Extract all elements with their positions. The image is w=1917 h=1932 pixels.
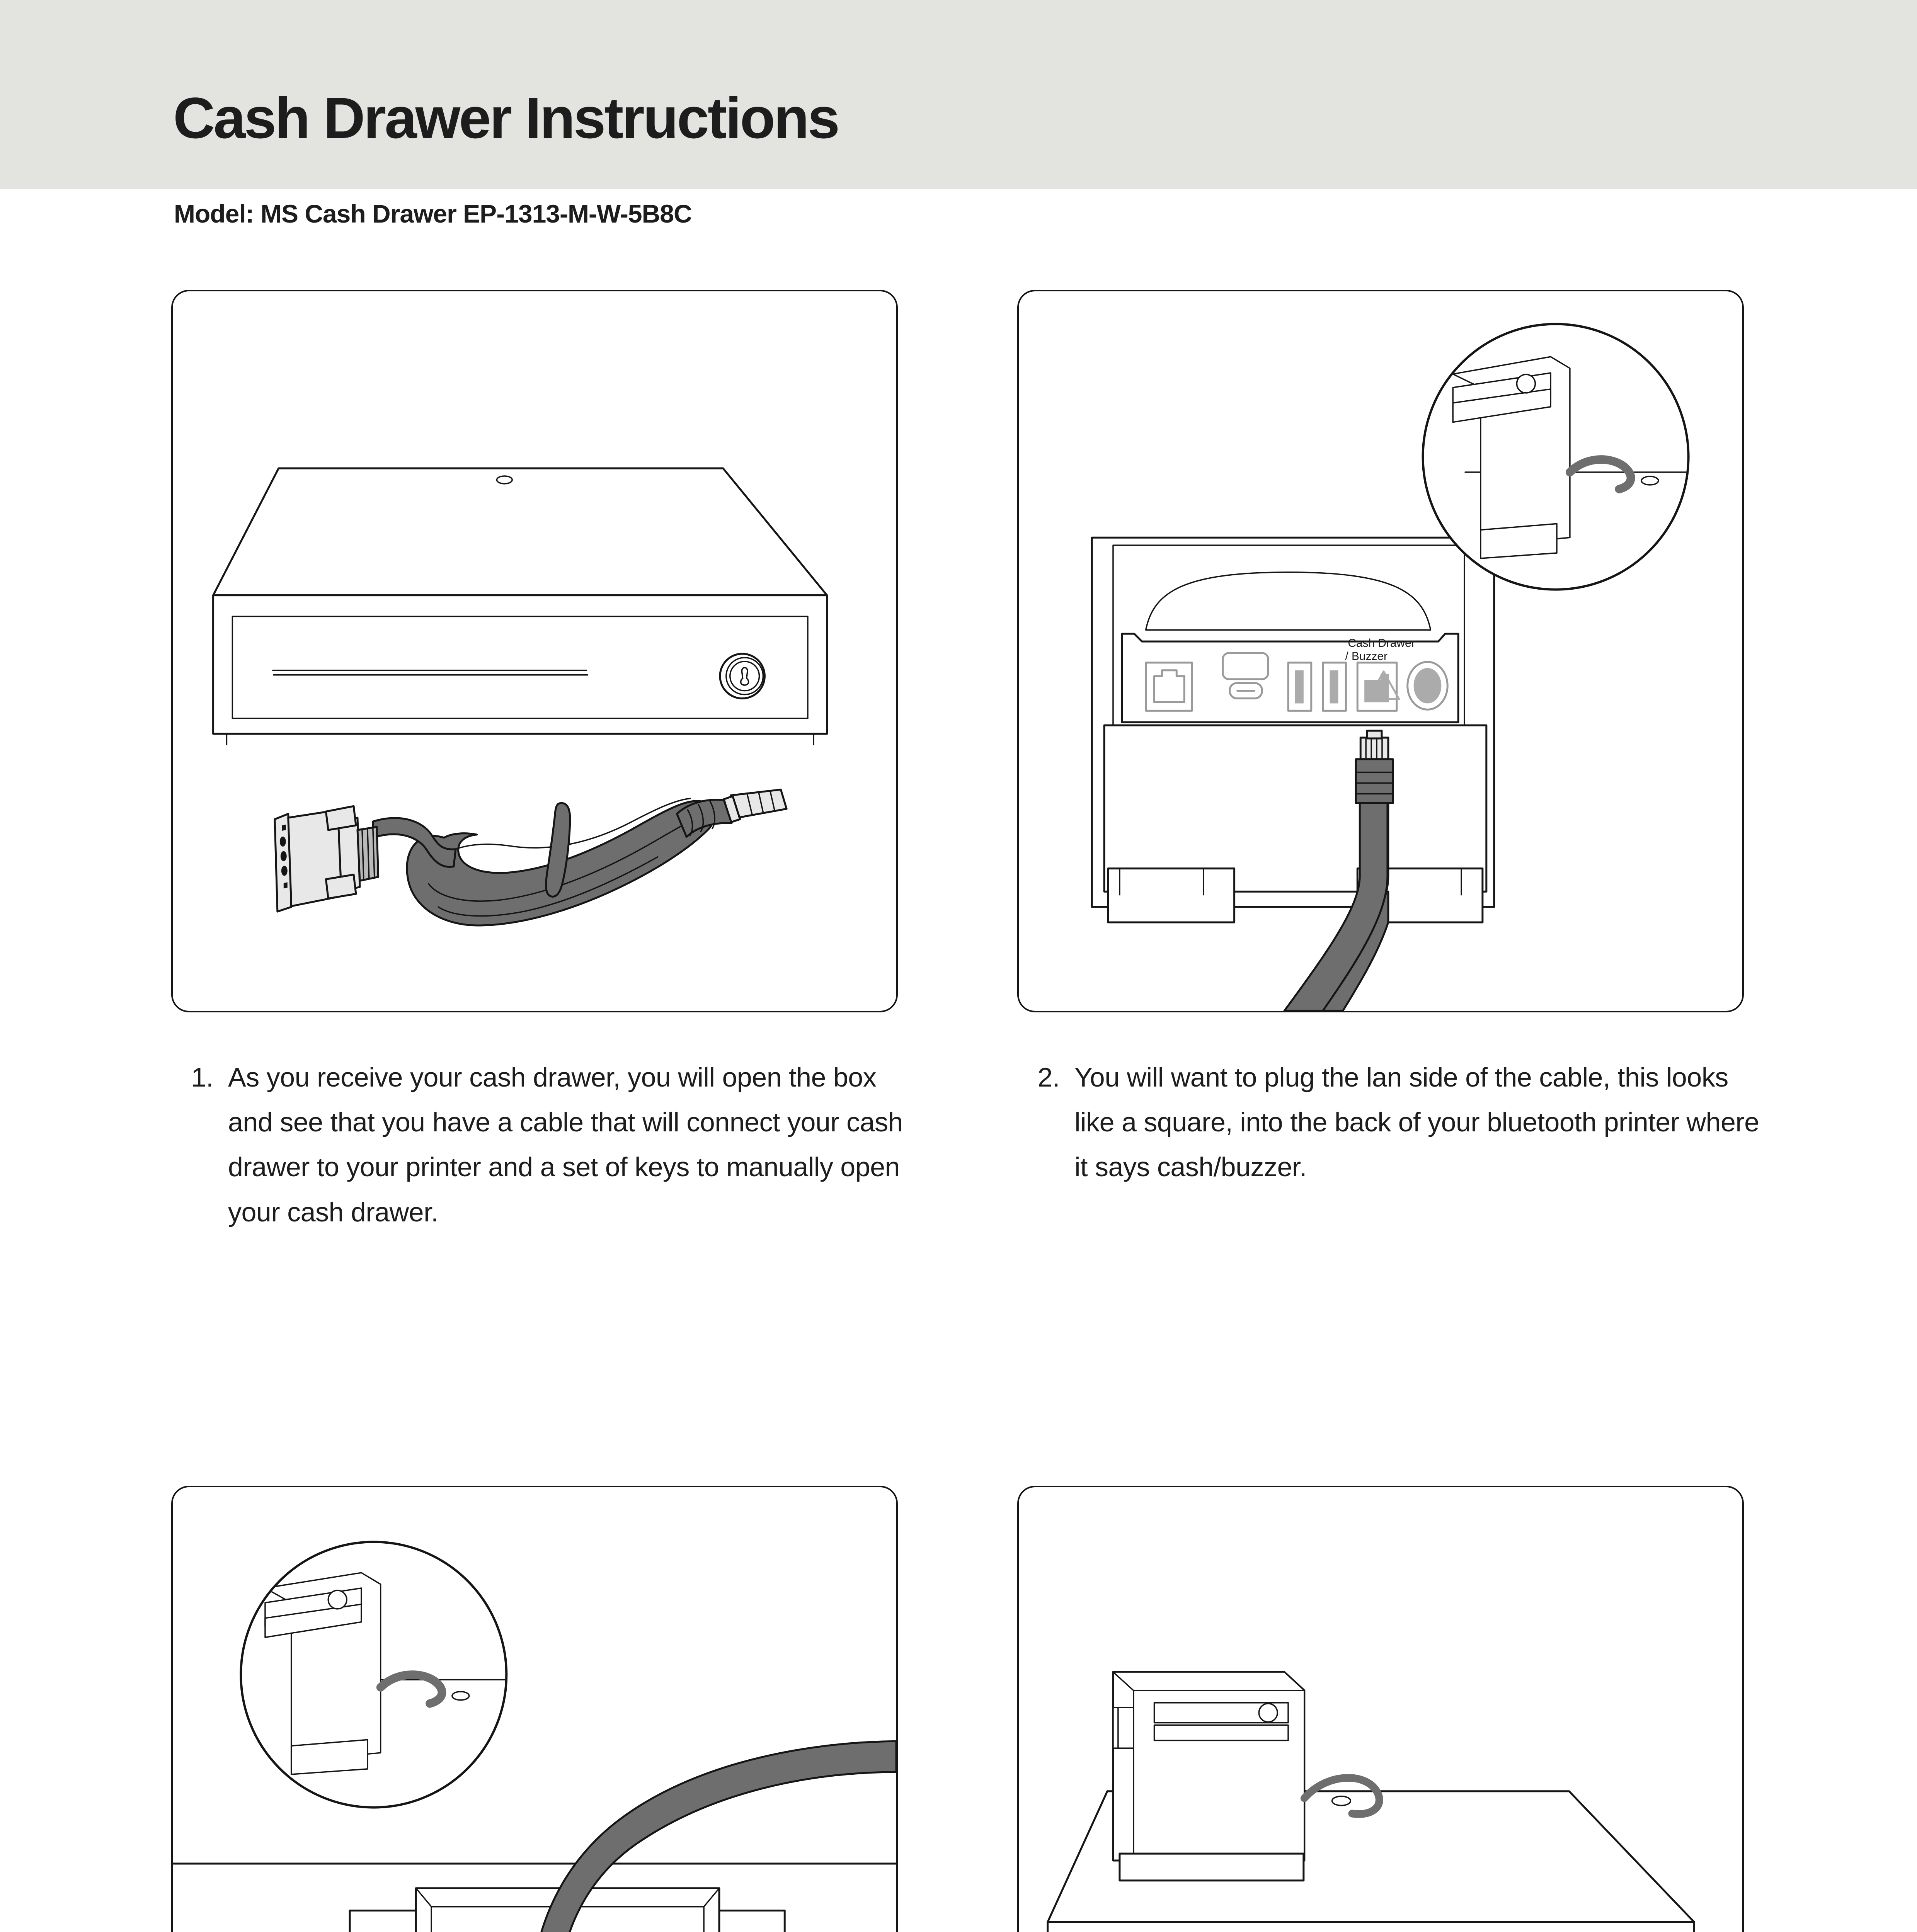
usb-c-port <box>1222 652 1269 699</box>
step-2-text: You will want to plug the lan side of th… <box>1074 1062 1759 1182</box>
illustration-panel-2: Cash Drawer / Buzzer <box>1017 290 1744 1012</box>
cash-drawer-buzzer-label-line2: / Buzzer <box>1345 650 1388 663</box>
printer-illustration <box>1112 1671 1306 1882</box>
cash-drawer-illustration <box>212 467 828 745</box>
plugged-cable <box>1283 730 1394 1011</box>
step-2-number: 2. <box>1037 1062 1060 1092</box>
illustration-panel-1 <box>171 290 898 1012</box>
usb-a-port-1 <box>1287 662 1313 712</box>
printer-rear-illustration: Cash Drawer / Buzzer <box>1091 536 1495 923</box>
step-1: 1. As you receive your cash drawer, you … <box>182 1055 916 1235</box>
magnifier-inset <box>240 1541 508 1809</box>
db9-connector <box>274 805 380 913</box>
illustration-panel-4 <box>1017 1486 1744 1932</box>
page-title: Cash Drawer Instructions <box>173 85 840 150</box>
usb-a-port-2 <box>1322 662 1347 712</box>
step-2: 2. You will want to plug the lan side of… <box>1028 1055 1762 1190</box>
connecting-cable <box>1300 1774 1383 1818</box>
header-band <box>0 0 1917 189</box>
illustration-panel-3 <box>171 1486 898 1932</box>
lan-port <box>1145 662 1193 712</box>
drawer-lock-icon <box>719 653 766 699</box>
cash-drawer-buzzer-label-line1: Cash Drawer <box>1348 637 1415 650</box>
connection-cable-illustration <box>274 788 788 927</box>
cable-grommet <box>1331 1795 1352 1806</box>
step-1-text: As you receive your cash drawer, you wil… <box>228 1062 903 1227</box>
step-1-number: 1. <box>191 1062 214 1092</box>
model-number-label: Model: MS Cash Drawer EP-1313-M-W-5B8C <box>174 199 692 228</box>
cash-drawer-buzzer-port <box>1356 662 1400 712</box>
magnifier-inset <box>1422 323 1690 591</box>
rj11-connector <box>676 788 788 838</box>
power-port <box>1406 661 1449 711</box>
connecting-cable <box>540 1740 896 1932</box>
